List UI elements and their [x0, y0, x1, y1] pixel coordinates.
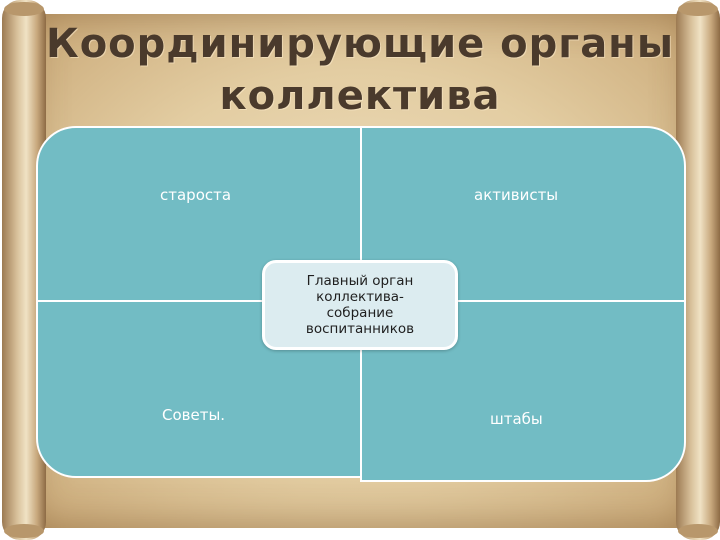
center-line-2: коллектива- — [316, 289, 404, 305]
quadrant-label-starosta: староста — [160, 186, 232, 204]
quadrant-label-activists: активисты — [474, 186, 559, 204]
roll-cap — [678, 2, 718, 16]
title-line-1: Координирующие органы — [46, 21, 674, 67]
center-line-1: Главный орган — [306, 273, 414, 289]
center-node-text: Главный орган коллектива- собрание воспи… — [270, 273, 450, 337]
quadrant-top-right: активисты — [360, 126, 686, 302]
center-node: Главный орган коллектива- собрание воспи… — [262, 260, 458, 350]
roll-cap — [4, 524, 44, 538]
roll-cap — [678, 524, 718, 538]
quadrant-label-councils: Советы. — [162, 406, 226, 424]
center-line-3: собрание — [326, 305, 394, 321]
slide-title: Координирующие органы коллектива — [40, 18, 680, 122]
title-line-2: коллектива — [219, 73, 501, 119]
quadrant-diagram: староста активисты Советы. штабы Главный… — [36, 126, 686, 482]
quadrant-label-headquarters: штабы — [490, 410, 543, 428]
roll-cap — [4, 2, 44, 16]
center-line-4: воспитанников — [305, 321, 415, 337]
